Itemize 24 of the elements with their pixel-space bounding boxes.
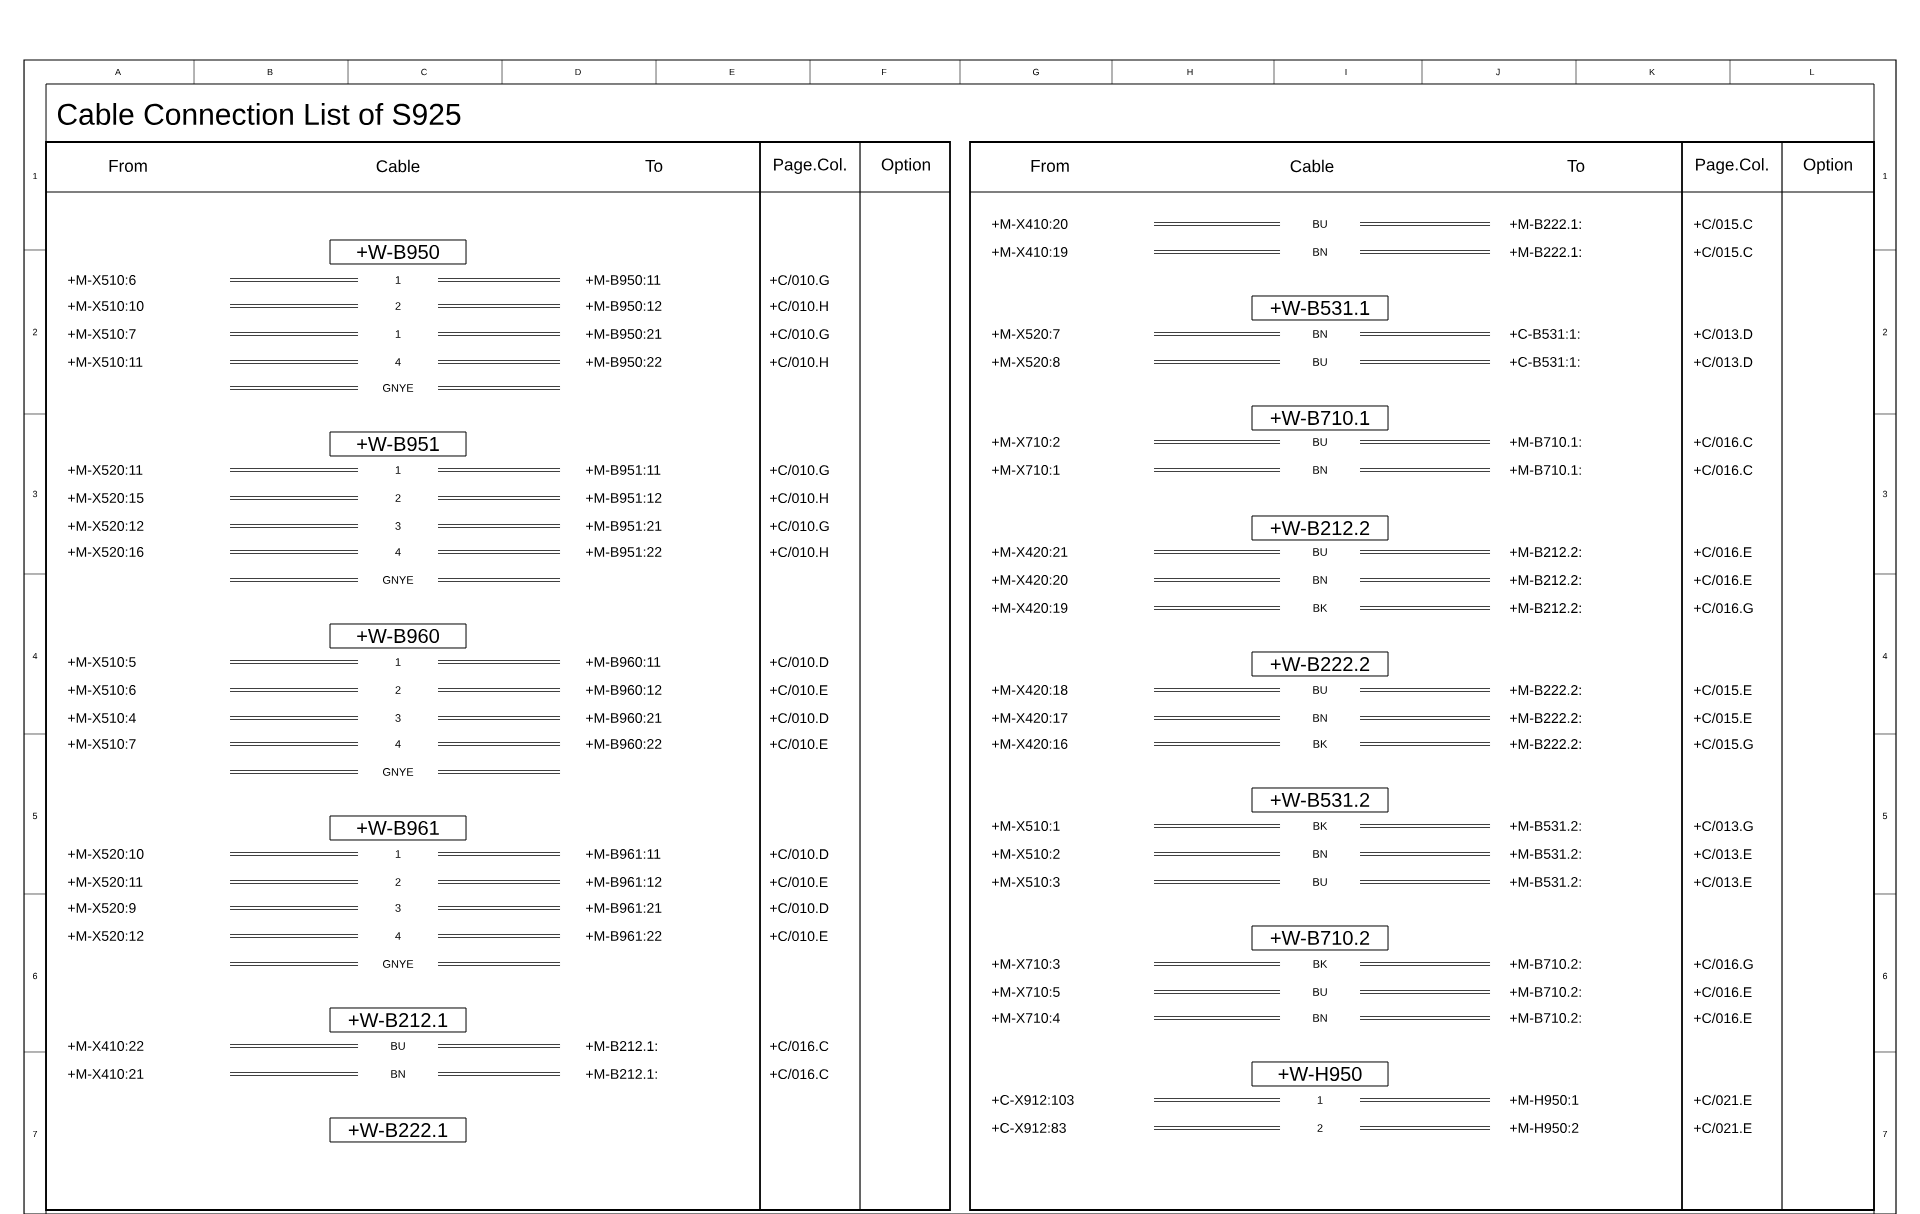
column-header: Page.Col. bbox=[774, 158, 846, 174]
column-header: Cable bbox=[1290, 159, 1334, 173]
cable-tag-box: +W-B710.2 bbox=[1251, 925, 1389, 951]
cable-tag-box: +W-H950 bbox=[1251, 1061, 1389, 1087]
column-header: Option bbox=[881, 158, 930, 174]
cable-tag-box: +W-B212.1 bbox=[329, 1007, 467, 1033]
column-header: Cable bbox=[376, 159, 420, 173]
cable-tag-box: +W-B951 bbox=[329, 431, 467, 457]
column-header: From bbox=[109, 160, 147, 172]
column-header: Option bbox=[1803, 158, 1852, 174]
cable-tag-box: +W-B950 bbox=[329, 239, 467, 265]
cable-tag-box: +W-B961 bbox=[329, 815, 467, 841]
column-header: Page.Col. bbox=[1696, 158, 1768, 174]
column-header: To bbox=[645, 160, 663, 172]
cable-tag-box: +W-B710.1 bbox=[1251, 405, 1389, 431]
cable-tag-box: +W-B960 bbox=[329, 623, 467, 649]
cable-tag-box: +W-B222.2 bbox=[1251, 651, 1389, 677]
cable-tag-box: +W-B531.1 bbox=[1251, 295, 1389, 321]
cable-tag-box: +W-B212.2 bbox=[1251, 515, 1389, 541]
cable-tag-box: +W-B222.1 bbox=[329, 1117, 467, 1143]
title: Cable Connection List of S925 bbox=[57, 103, 461, 125]
column-header: To bbox=[1567, 160, 1585, 172]
cable-tag-box: +W-B531.2 bbox=[1251, 787, 1389, 813]
column-header: From bbox=[1031, 160, 1069, 172]
